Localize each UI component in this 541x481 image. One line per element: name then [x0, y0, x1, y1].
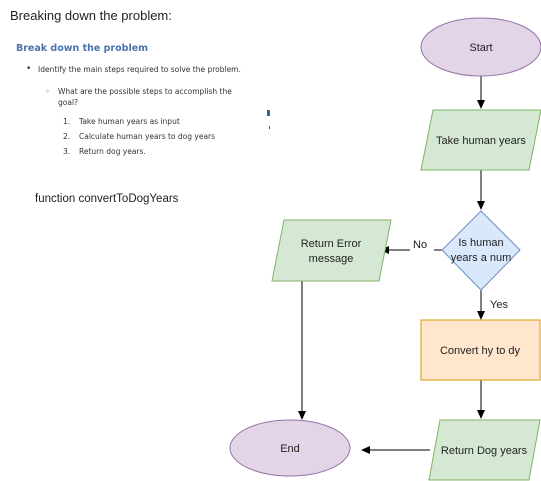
start-node[interactable]: Start — [420, 17, 541, 77]
notes-panel: Break down the problem Identify the main… — [16, 43, 256, 159]
input-node-shape — [420, 109, 541, 171]
error-node[interactable]: Return Error message — [271, 219, 392, 282]
output-node-label: Return Dog years — [441, 445, 528, 457]
start-node-shape — [420, 17, 541, 77]
input-node-label: Take human years — [436, 135, 526, 147]
notes-step: 3.Return dog years. — [63, 147, 146, 156]
output-node[interactable]: Return Dog years — [428, 419, 541, 481]
notes-steps-list: 1.Take human years as input 2.Calculate … — [16, 114, 256, 159]
decision-node-label-line1: Is human — [458, 237, 503, 249]
output-node-shape — [428, 419, 541, 481]
start-node-label: Start — [469, 42, 492, 54]
decision-node[interactable]: Is human years a num — [441, 210, 521, 291]
convert-node-shape — [420, 319, 541, 381]
edge-label-no-bg — [410, 236, 434, 252]
page-heading: Breaking down the problem: — [10, 8, 172, 23]
error-node-label-line1: Return Error — [301, 238, 362, 250]
input-node[interactable]: Take human years — [420, 109, 541, 171]
decision-node-shape — [441, 210, 521, 291]
convert-node[interactable]: Convert hy to dy — [420, 319, 541, 381]
notes-step: 1.Take human years as input — [63, 117, 180, 126]
notes-sub-bullet: What are the possible steps to accomplis… — [45, 86, 240, 108]
notes-step: 2.Calculate human years to dog years — [63, 132, 216, 141]
cursor-marker-tail — [269, 126, 270, 129]
end-node[interactable]: End — [229, 419, 351, 477]
error-node-shape — [271, 219, 392, 282]
notes-title: Break down the problem — [16, 43, 149, 54]
cursor-marker — [267, 110, 270, 116]
error-node-label-line2: message — [309, 253, 354, 265]
end-node-shape — [229, 419, 351, 477]
edge-label-yes: Yes — [490, 299, 508, 311]
convert-node-label: Convert hy to dy — [440, 345, 521, 357]
end-node-label: End — [280, 443, 300, 455]
function-signature: function convertToDogYears — [35, 193, 179, 205]
notes-bullet: Identify the main steps required to solv… — [26, 64, 256, 75]
decision-node-label-line2: years a num — [451, 252, 512, 264]
edge-label-no: No — [413, 239, 427, 251]
